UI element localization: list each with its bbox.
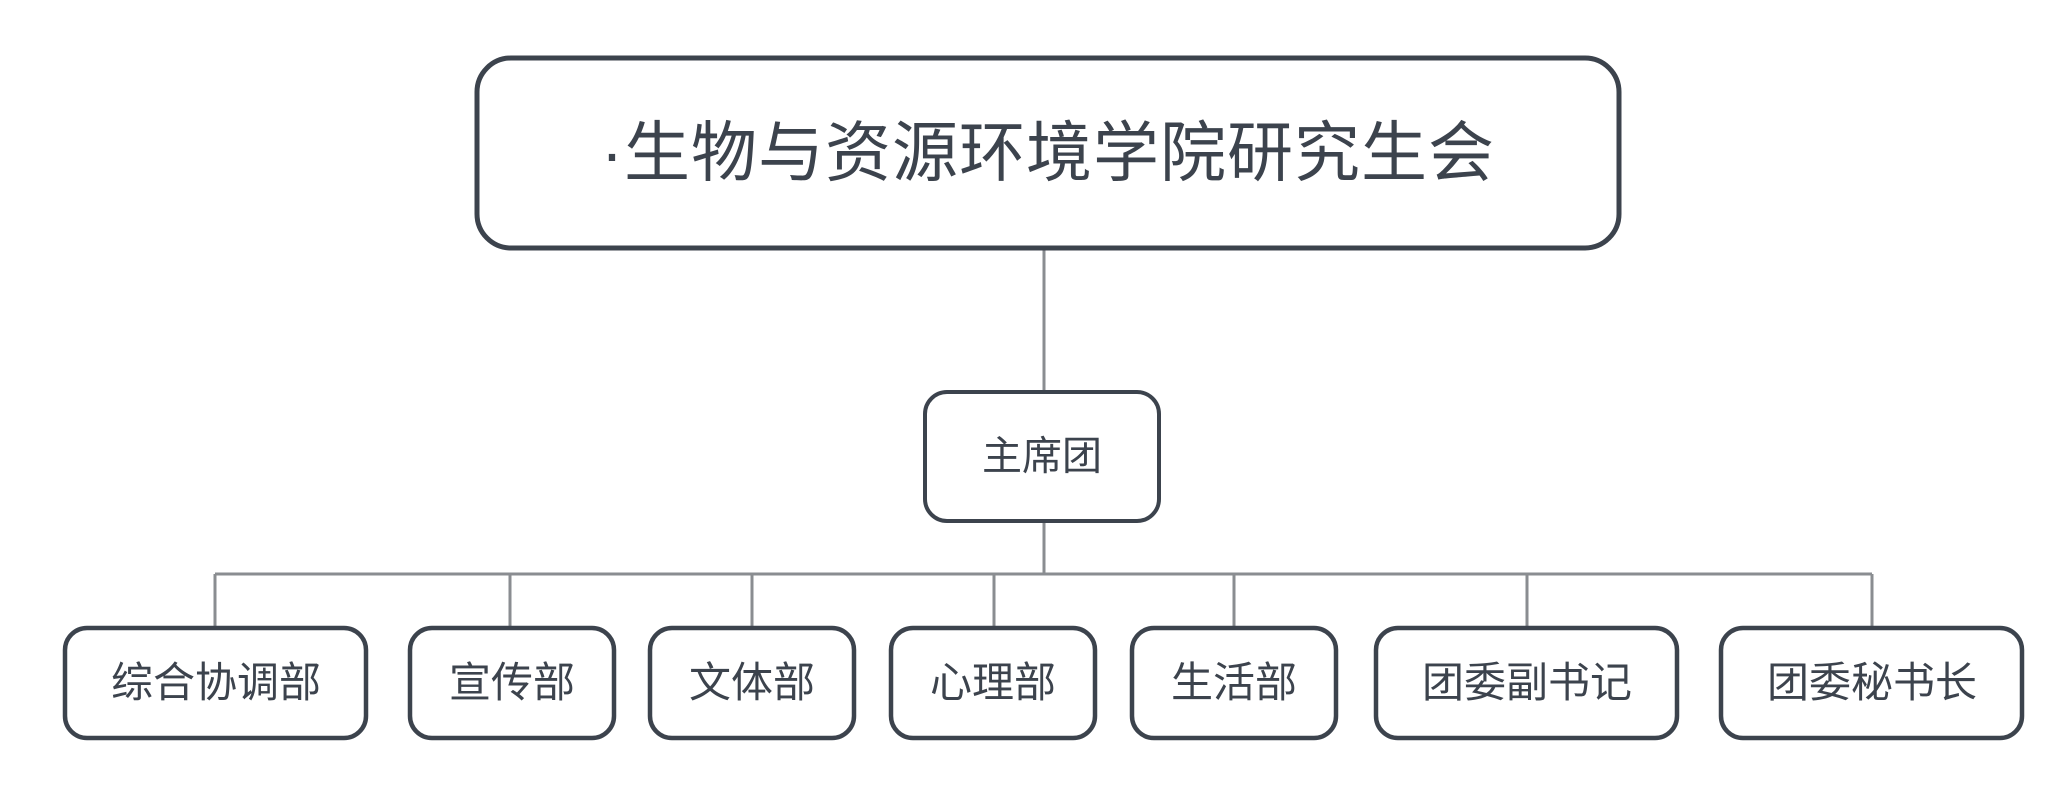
node-leaf-3-box[interactable] xyxy=(647,625,857,741)
leaf-node-group: 综合协调部 宣传部 文体部 心理部 生活部 团委副书记 xyxy=(62,625,2025,741)
node-leaf-4-box[interactable] xyxy=(888,625,1098,741)
node-presidium-label: 主席团 xyxy=(982,435,1102,479)
node-leaf-7-box[interactable] xyxy=(1718,625,2025,741)
node-leaf-4-label: 心理部 xyxy=(930,659,1056,706)
node-leaf-2-label: 宣传部 xyxy=(449,659,575,706)
node-leaf-6[interactable]: 团委副书记 xyxy=(1373,625,1680,741)
node-leaf-3[interactable]: 文体部 xyxy=(647,625,857,741)
node-leaf-3-label: 文体部 xyxy=(689,659,815,706)
node-leaf-1[interactable]: 综合协调部 xyxy=(62,625,369,741)
node-root[interactable]: ·生物与资源环境学院研究生会 xyxy=(474,55,1622,251)
node-leaf-6-box[interactable] xyxy=(1373,625,1680,741)
connector-group xyxy=(213,248,1874,628)
node-leaf-2-box[interactable] xyxy=(407,625,617,741)
node-presidium-box[interactable] xyxy=(923,390,1161,523)
node-leaf-6-label: 团委副书记 xyxy=(1422,659,1632,706)
node-leaf-2[interactable]: 宣传部 xyxy=(407,625,617,741)
node-leaf-5-label: 生活部 xyxy=(1171,659,1297,706)
node-leaf-7[interactable]: 团委秘书长 xyxy=(1718,625,2025,741)
node-leaf-7-label: 团委秘书长 xyxy=(1767,659,1977,706)
node-leaf-5[interactable]: 生活部 xyxy=(1129,625,1339,741)
node-root-label: ·生物与资源环境学院研究生会 xyxy=(601,115,1495,189)
node-presidium[interactable]: 主席团 xyxy=(923,390,1161,523)
node-leaf-5-box[interactable] xyxy=(1129,625,1339,741)
node-leaf-1-box[interactable] xyxy=(62,625,369,741)
node-leaf-4[interactable]: 心理部 xyxy=(888,625,1098,741)
node-leaf-1-label: 综合协调部 xyxy=(111,659,321,706)
node-root-box[interactable] xyxy=(474,55,1622,251)
